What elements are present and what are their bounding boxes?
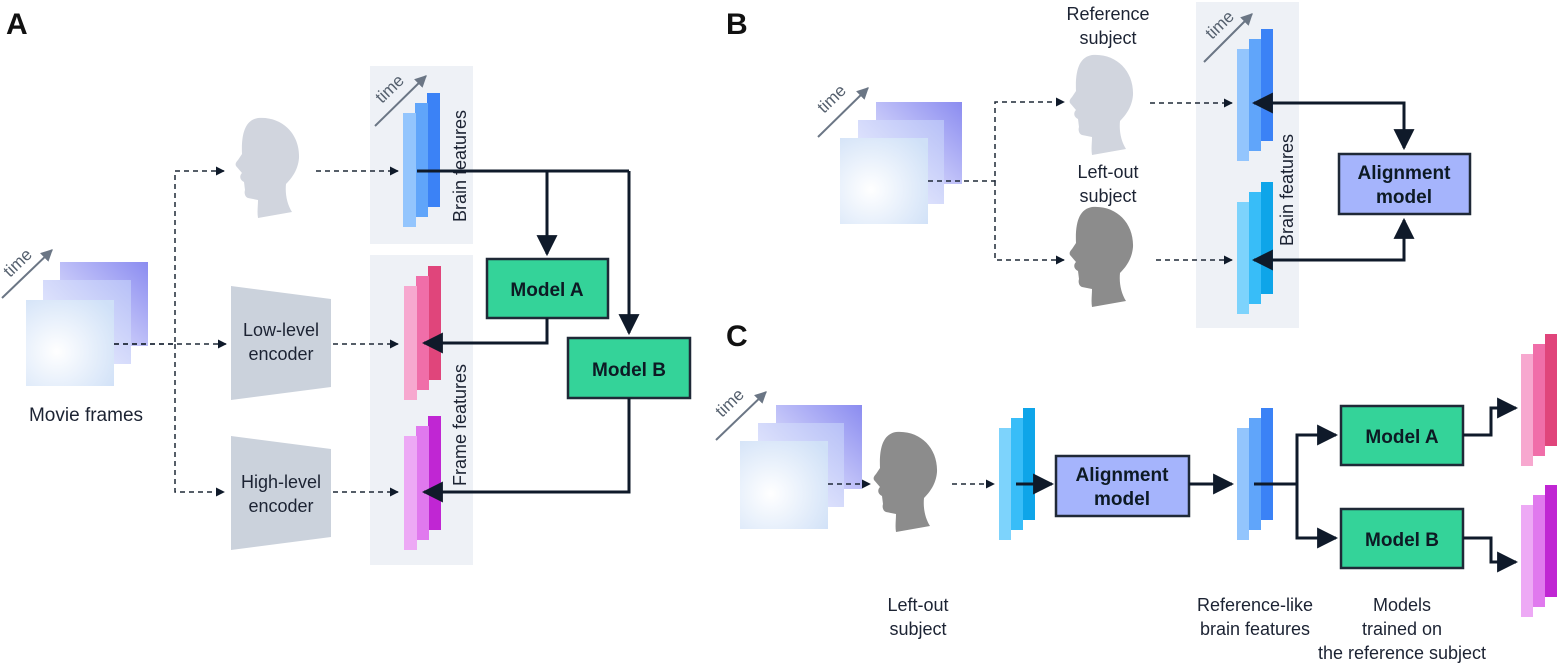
alignment-model-c-line2: model (1094, 489, 1150, 510)
left-out-subject-c-line2: subject (889, 619, 946, 639)
low-level-encoder-line1: Low-level (243, 320, 319, 340)
movie-frames-icon (840, 102, 962, 224)
reference-like-line1: Reference-like (1197, 595, 1313, 615)
alignment-model-box-c (1054, 454, 1191, 518)
alignment-model-b-line2: model (1376, 187, 1432, 208)
encoder-trapezoid-icon (231, 286, 331, 400)
models-trained-line3: the reference subject (1318, 643, 1486, 663)
movie-frames-icon (26, 262, 148, 386)
svg-text:time: time (0, 245, 36, 281)
alignment-model-box-b (1337, 152, 1472, 216)
frame-feature-stack-high (404, 416, 441, 550)
solid-connectors-a (417, 169, 640, 503)
high-level-encoder-line1: High-level (241, 472, 321, 492)
brain-feature-stack-left-out-c (999, 408, 1035, 540)
movie-frames-icon (740, 405, 862, 529)
model-b-box-c (1339, 507, 1465, 570)
brain-features-label-b: Brain features (1277, 134, 1297, 246)
head-silhouette-icon (1069, 206, 1134, 307)
left-out-subject-c-line1: Left-out (887, 595, 948, 615)
left-out-subject-line2: subject (1079, 186, 1136, 206)
model-a-box-c (1339, 404, 1465, 467)
output-stack-pink (1521, 334, 1557, 466)
frame-feature-stack-low (404, 266, 441, 400)
movie-frames-label: Movie frames (29, 405, 143, 426)
model-a-label-c: Model A (1365, 427, 1438, 448)
high-level-encoder-line2: encoder (248, 496, 313, 516)
dashed-connectors-a (114, 166, 399, 497)
reference-like-line2: brain features (1200, 619, 1310, 639)
model-a-label: Model A (510, 280, 583, 301)
panel-label-a: A (6, 8, 28, 41)
time-arrow-icon: time (712, 385, 767, 441)
reference-subject-line1: Reference (1066, 4, 1149, 24)
reference-subject-line2: subject (1079, 28, 1136, 48)
solid-connectors-c (1016, 397, 1519, 573)
head-silhouette-icon (1069, 54, 1134, 155)
reference-like-feature-stack (1237, 408, 1273, 540)
dashed-connectors-b (928, 97, 1233, 265)
model-b-label: Model B (592, 360, 666, 381)
frame-features-label: Frame features (450, 364, 470, 486)
encoder-trapezoid-icon (231, 436, 331, 550)
brain-feature-stack (403, 93, 440, 227)
alignment-model-b-line1: Alignment (1358, 163, 1452, 184)
brain-features-label: Brain features (450, 110, 470, 222)
models-trained-line1: Models (1373, 595, 1431, 615)
model-b-box (566, 336, 692, 400)
model-b-label-c: Model B (1365, 530, 1439, 551)
solid-connectors-b (1251, 92, 1415, 271)
left-out-subject-line1: Left-out (1077, 162, 1138, 182)
head-silhouette-icon (873, 431, 938, 532)
head-silhouette-icon (235, 117, 300, 218)
output-stack-magenta (1521, 485, 1557, 617)
models-trained-line2: trained on (1362, 619, 1442, 639)
low-level-encoder-line2: encoder (248, 344, 313, 364)
alignment-model-c-line1: Alignment (1076, 465, 1170, 486)
panel-label-c: C (726, 320, 748, 353)
panel-label-b: B (726, 8, 748, 41)
